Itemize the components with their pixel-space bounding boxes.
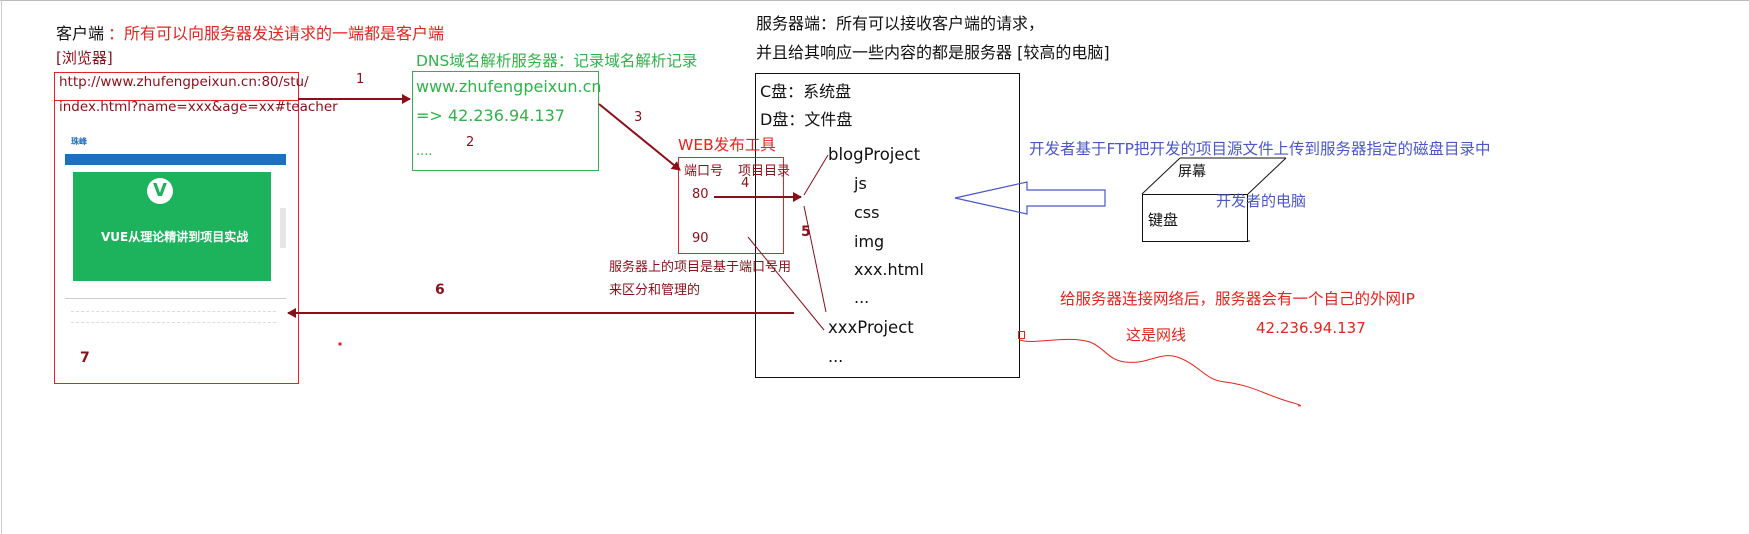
url-line-1: http://www.zhufengpeixun.cn:80/stu/	[59, 74, 309, 90]
disk-d: D盘：文件盘	[760, 110, 853, 129]
mock-v-logo: V	[147, 178, 173, 204]
port-column-header: 端口号	[684, 164, 724, 179]
blog-link-lower	[803, 205, 827, 313]
mock-banner-title: VUE从理论精讲到项目实战	[101, 230, 249, 244]
port-90-link	[747, 236, 825, 331]
mock-section-bar	[65, 290, 286, 299]
keyboard-label: 键盘	[1148, 211, 1179, 229]
mock-logo: 珠峰	[71, 137, 87, 146]
server-box	[755, 73, 1020, 378]
mock-side-widget	[280, 208, 286, 248]
browser-label: [浏览器]	[56, 49, 113, 67]
project-xxx: xxxProject	[828, 318, 914, 337]
dns-domain: www.zhufengpeixun.cn	[416, 77, 602, 96]
server-more: ...	[828, 347, 844, 366]
disk-c: C盘：系统盘	[760, 82, 852, 101]
step-1-label: 1	[356, 72, 365, 87]
file-more: ...	[854, 288, 870, 307]
file-img: img	[854, 232, 885, 251]
dns-ip: => 42.236.94.137	[416, 106, 565, 125]
dns-box	[412, 71, 599, 171]
step-2-label: 2	[466, 135, 475, 150]
browser-page-mockup: 珠峰 V VUE从理论精讲到项目实战	[65, 128, 286, 326]
client-box	[54, 72, 299, 384]
url-line-2: index.html?name=xxx&age=xx#teacher	[59, 99, 338, 115]
project-blog: blogProject	[828, 145, 921, 164]
mock-nav-bar	[65, 154, 286, 165]
file-js: js	[854, 174, 867, 193]
developer-computer-shape	[1141, 157, 1287, 242]
file-css: css	[854, 203, 880, 222]
web-tool-box	[678, 157, 784, 254]
port-note-line-2: 来区分和管理的	[609, 283, 701, 298]
client-description: ：所有可以向服务器发送请求的一端都是客户端	[108, 24, 445, 43]
step-4-label: 4	[741, 176, 750, 191]
dns-title: DNS域名解析服务器：记录域名解析记录	[416, 52, 698, 70]
server-title-line-2: 并且给其响应一些内容的都是服务器 [较高的电脑]	[756, 43, 1110, 62]
web-tool-title: WEB发布工具	[678, 136, 776, 154]
port-80: 80	[692, 187, 709, 202]
dir-column-header: 项目目录	[738, 164, 791, 179]
server-title-line-1: 服务器端：所有可以接收客户端的请求，	[756, 14, 1045, 33]
cable-label: 这是网线	[1126, 326, 1187, 344]
mock-list-row	[71, 303, 276, 312]
port-90: 90	[692, 231, 709, 246]
step-7-label: 7	[80, 350, 90, 366]
cable-plug	[1018, 331, 1025, 339]
public-ip: 42.236.94.137	[1256, 319, 1366, 337]
blog-link-upper	[803, 154, 829, 196]
dns-more: ....	[416, 144, 433, 159]
step-5-label: 5	[801, 224, 811, 240]
screen-label: 屏幕	[1178, 164, 1206, 180]
port-note-line-1: 服务器上的项目是基于端口号用	[609, 260, 792, 275]
file-xxx-html: xxx.html	[854, 260, 924, 279]
client-label: 客户端	[56, 24, 105, 43]
mock-list-row	[71, 314, 276, 323]
stray-dot	[338, 342, 342, 346]
developer-computer-label: 开发者的电脑	[1216, 192, 1307, 210]
step-6-label: 6	[435, 282, 445, 298]
ftp-upload-arrow	[954, 181, 1106, 215]
ftp-note: 开发者基于FTP把开发的项目源文件上传到服务器指定的磁盘目录中	[1029, 140, 1491, 158]
network-note: 给服务器连接网络后，服务器会有一个自己的外网IP	[1060, 290, 1415, 308]
network-cable	[1019, 338, 1301, 407]
arrow-step-3	[598, 103, 681, 171]
step-3-label: 3	[634, 110, 643, 125]
mock-header	[65, 128, 286, 154]
